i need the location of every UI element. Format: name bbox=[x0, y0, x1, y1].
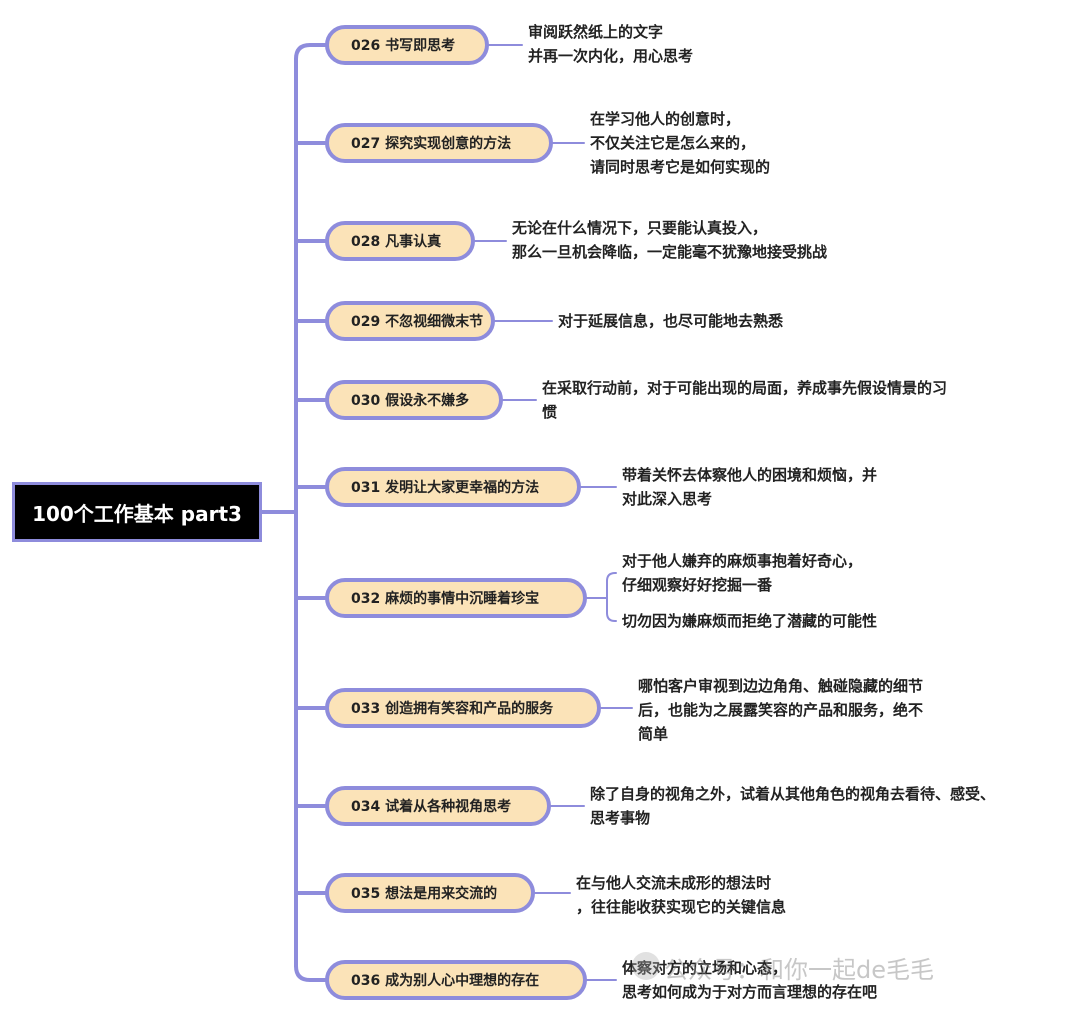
note-line: 体察对方的立场和心态， bbox=[622, 959, 788, 977]
topic-note: 体察对方的立场和心态， 思考如何成为于对方而言理想的存在吧 bbox=[622, 956, 877, 1004]
topic-node[interactable]: 030 假设永不嫌多 bbox=[325, 380, 503, 420]
topic-node[interactable]: 033 创造拥有笑容和产品的服务 bbox=[325, 688, 601, 728]
topic-label: 028 凡事认真 bbox=[351, 234, 442, 250]
topic-note: 审阅跃然纸上的文字并再一次内化，用心思考 bbox=[528, 20, 693, 68]
topic-note: 对于延展信息，也尽可能地去熟悉 bbox=[558, 309, 783, 333]
note-line: 那么一旦机会降临，一定能毫不犹豫地接受挑战 bbox=[512, 243, 828, 261]
note-line: 简单 bbox=[638, 725, 669, 743]
topic-label: 032 麻烦的事情中沉睡着珍宝 bbox=[351, 591, 540, 607]
note-line: 不仅关注它是怎么来的， bbox=[590, 134, 756, 152]
topic-label: 026 书写即思考 bbox=[351, 38, 456, 54]
note-line: 除了自身的视角之外，试着从其他角色的视角去看待、感受、 bbox=[590, 785, 996, 803]
watermark: 公众号：和你一起de毛毛 bbox=[664, 956, 934, 984]
note-line: 对于延展信息，也尽可能地去熟悉 bbox=[558, 312, 784, 330]
topic-note: 带着关怀去体察他人的困境和烦恼，并对此深入思考 bbox=[622, 463, 877, 511]
topic-node[interactable]: 031 发明让大家更幸福的方法 bbox=[325, 467, 581, 507]
topic-label: 029 不忽视细微末节 bbox=[351, 314, 484, 330]
note-line: 无论在什么情况下，只要能认真投入， bbox=[512, 219, 768, 237]
note-line: 切勿因为嫌麻烦而拒绝了潜藏的可能性 bbox=[622, 612, 878, 630]
note-line: 在学习他人的创意时， bbox=[590, 110, 741, 128]
note-line: 请同时思考它是如何实现的 bbox=[590, 158, 771, 176]
note-line: 仔细观察好好挖掘一番 bbox=[622, 576, 773, 594]
topic-label: 034 试着从各种视角思考 bbox=[351, 799, 512, 815]
note-line: 思考事物 bbox=[590, 809, 651, 827]
topic-note: 在采取行动前，对于可能出现的局面，养成事先假设情景的习惯 bbox=[542, 376, 947, 424]
topic-label: 035 想法是用来交流的 bbox=[351, 886, 498, 902]
note-line: 带着关怀去体察他人的困境和烦恼，并 bbox=[622, 466, 878, 484]
topic-label: 033 创造拥有笑容和产品的服务 bbox=[351, 701, 554, 717]
topic-node[interactable]: 032 麻烦的事情中沉睡着珍宝 bbox=[325, 578, 587, 618]
note-line: 在采取行动前，对于可能出现的局面，养成事先假设情景的习 bbox=[542, 379, 948, 397]
connector-line bbox=[606, 572, 617, 582]
topic-label: 031 发明让大家更幸福的方法 bbox=[351, 480, 540, 496]
topic-note: 在学习他人的创意时， 不仅关注它是怎么来的， 请同时思考它是如何实现的 bbox=[590, 107, 770, 179]
topic-note: 对于他人嫌弃的麻烦事抱着好奇心， 仔细观察好好挖掘一番 bbox=[622, 549, 862, 597]
topic-node[interactable]: 036 成为别人心中理想的存在 bbox=[325, 960, 587, 1000]
topic-label: 036 成为别人心中理想的存在 bbox=[351, 973, 540, 989]
topic-note: 除了自身的视角之外，试着从其他角色的视角去看待、感受、思考事物 bbox=[590, 782, 995, 830]
note-line: 哪怕客户审视到边边角角、触碰隐藏的细节 bbox=[638, 677, 924, 695]
note-line: 对于他人嫌弃的麻烦事抱着好奇心， bbox=[622, 552, 863, 570]
topic-node[interactable]: 029 不忽视细微末节 bbox=[325, 301, 495, 341]
connector-line bbox=[606, 612, 617, 622]
topic-node[interactable]: 035 想法是用来交流的 bbox=[325, 873, 535, 913]
wechat-icon bbox=[632, 952, 660, 980]
root-node[interactable]: 100个工作基本 part3 bbox=[12, 482, 262, 542]
topic-note: 无论在什么情况下，只要能认真投入， 那么一旦机会降临，一定能毫不犹豫地接受挑战 bbox=[512, 216, 827, 264]
topic-note: 在与他人交流未成形的想法时 ，往往能收获实现它的关键信息 bbox=[576, 871, 786, 919]
connector-line bbox=[294, 964, 327, 982]
note-line: 惯 bbox=[542, 403, 558, 421]
connector-line bbox=[294, 43, 327, 61]
topic-note: 哪怕客户审视到边边角角、触碰隐藏的细节后，也能为之展露笑容的产品和服务，绝不简单 bbox=[638, 674, 923, 746]
note-line: 审阅跃然纸上的文字 bbox=[528, 23, 664, 41]
topic-note: 切勿因为嫌麻烦而拒绝了潜藏的可能性 bbox=[622, 609, 877, 633]
topic-node[interactable]: 028 凡事认真 bbox=[325, 221, 475, 261]
note-line: 思考如何成为于对方而言理想的存在吧 bbox=[622, 983, 878, 1001]
topic-label: 027 探究实现创意的方法 bbox=[351, 136, 512, 152]
topic-node[interactable]: 027 探究实现创意的方法 bbox=[325, 123, 553, 163]
note-line: 并再一次内化，用心思考 bbox=[528, 47, 694, 65]
note-line: 后，也能为之展露笑容的产品和服务，绝不 bbox=[638, 701, 924, 719]
note-line: ，往往能收获实现它的关键信息 bbox=[576, 898, 787, 916]
topic-node[interactable]: 034 试着从各种视角思考 bbox=[325, 786, 551, 826]
note-line: 对此深入思考 bbox=[622, 490, 713, 508]
topic-label: 030 假设永不嫌多 bbox=[351, 393, 470, 409]
topic-node[interactable]: 026 书写即思考 bbox=[325, 25, 489, 65]
root-label: 100个工作基本 part3 bbox=[32, 501, 242, 526]
note-line: 在与他人交流未成形的想法时 bbox=[576, 874, 772, 892]
